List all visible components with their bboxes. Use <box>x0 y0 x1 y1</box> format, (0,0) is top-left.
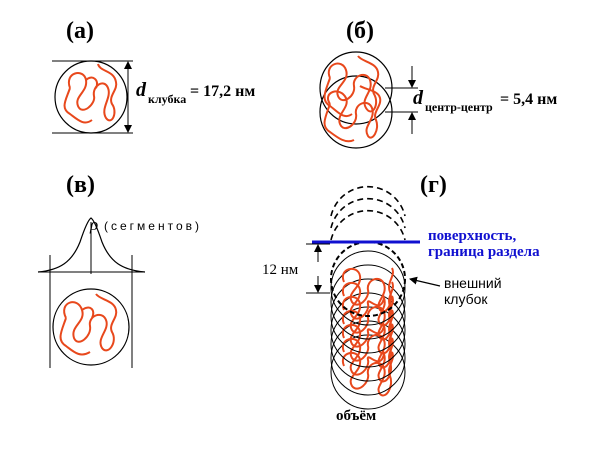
outer-coil-circle <box>330 241 406 317</box>
surface-label-line1: поверхность, <box>428 228 516 244</box>
stacked-coil-circle <box>330 250 406 326</box>
panel-a: (а) d клубка = 17,2 нм <box>52 18 255 134</box>
panel-a-label: (а) <box>66 18 94 44</box>
outer-coil-label-line2: клубок <box>444 291 488 307</box>
density-curve <box>37 217 146 273</box>
polymer-coil <box>63 63 118 124</box>
panel-v: (в) ρ (сегментов) <box>37 172 202 368</box>
stacked-polymer-coil <box>341 337 394 383</box>
stacked-polymer-coil <box>341 267 394 313</box>
bulk-label: объём <box>336 408 376 424</box>
coil-boundary-circle <box>52 288 130 366</box>
outer-coil-pointer <box>409 276 441 287</box>
dimension-symbol: d <box>413 87 424 109</box>
dimension-value: = 5,4 нм <box>500 91 557 108</box>
coil-stack <box>330 250 406 410</box>
stacked-polymer-coil <box>341 295 394 341</box>
panel-b: (б) d центр-центр = 5,4 нм <box>319 18 557 149</box>
stacked-polymer-coil <box>341 351 394 397</box>
rho-caption: (сегментов) <box>104 219 202 233</box>
stacked-coil-circle <box>330 264 406 340</box>
rho-symbol: ρ <box>89 215 98 234</box>
stacked-polymer-coil <box>341 309 394 355</box>
surface-label-line2: граница раздела <box>428 244 540 260</box>
stacked-polymer-coil <box>341 323 394 369</box>
panel-g-label: (г) <box>420 172 447 198</box>
polymer-coil-upper <box>323 55 380 118</box>
dashed-coil-arc-1 <box>330 209 406 241</box>
dashed-coil-arc-2 <box>330 197 406 229</box>
dimension-subscript: клубка <box>148 92 186 106</box>
polymer-coil <box>59 293 118 356</box>
thickness-label: 12 нм <box>262 262 299 278</box>
dimension-symbol: d <box>136 79 147 101</box>
dashed-coil-arc-3 <box>330 185 406 217</box>
outer-coil-label-line1: внешний <box>444 275 502 291</box>
panel-b-label: (б) <box>346 18 374 44</box>
panel-g: (г) поверхность, граница раздела 12 нм в… <box>262 172 540 424</box>
stacked-coil-circle <box>330 278 406 354</box>
dimension-subscript: центр-центр <box>425 100 493 114</box>
dimension-value: = 17,2 нм <box>190 83 255 100</box>
panel-v-label: (в) <box>66 172 95 198</box>
polymer-coil-lower <box>323 85 382 143</box>
